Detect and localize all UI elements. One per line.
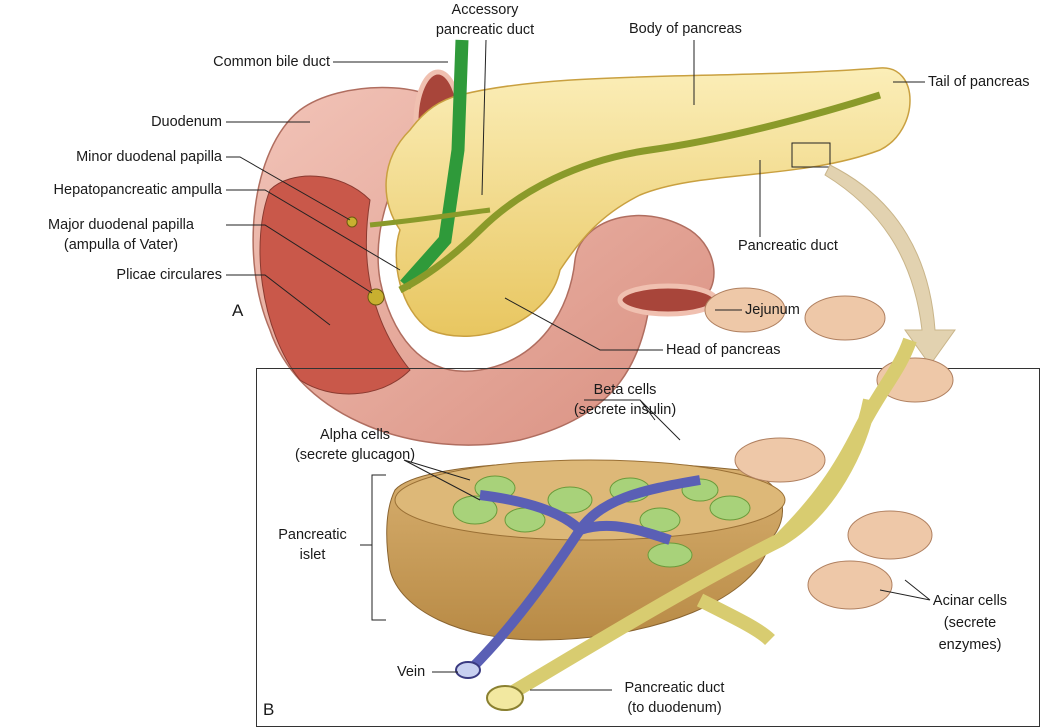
label-vein: Vein xyxy=(397,664,426,680)
label-plicae-circulares: Plicae circulares xyxy=(116,267,222,283)
vein-opening xyxy=(455,661,481,679)
label-line: Accessory xyxy=(451,2,519,18)
label-line: Pancreatic duct xyxy=(624,680,725,696)
label-minor-duodenal-papilla: Minor duodenal papilla xyxy=(76,149,222,165)
label-line: enzymes) xyxy=(938,637,1002,653)
label-pancreatic-duct-b: Pancreatic duct (to duodenum) xyxy=(612,678,737,718)
acinar-clusters xyxy=(704,287,954,610)
label-jejunum: Jejunum xyxy=(745,302,800,318)
leader-lines xyxy=(226,39,931,691)
duct-tree-b xyxy=(496,337,917,707)
label-line: Pancreatic xyxy=(278,527,347,543)
label-line: Beta cells xyxy=(593,382,657,398)
vein-b xyxy=(466,475,701,674)
panel-a-letter: A xyxy=(232,301,244,320)
label-line: Major duodenal papilla xyxy=(48,217,194,233)
label-line: Acinar cells xyxy=(932,593,1008,609)
label-line: (secrete xyxy=(943,615,997,631)
duct-opening xyxy=(486,685,524,711)
label-duodenum: Duodenum xyxy=(151,114,222,130)
label-line: islet xyxy=(299,547,326,563)
pancreas xyxy=(385,67,911,338)
label-body-of-pancreas: Body of pancreas xyxy=(629,21,742,37)
label-line: (secrete insulin) xyxy=(573,402,677,418)
label-line: pancreatic duct xyxy=(435,22,535,38)
label-pancreatic-duct: Pancreatic duct xyxy=(738,238,838,254)
main-pancreatic-duct xyxy=(398,91,882,294)
label-hepatopancreatic-ampulla: Hepatopancreatic ampulla xyxy=(53,182,222,198)
panel-b-letter: B xyxy=(263,700,275,719)
minor-papilla xyxy=(346,216,358,228)
label-pancreatic-islet: Pancreatic islet xyxy=(265,525,360,565)
detail-box xyxy=(791,142,831,168)
label-tail-of-pancreas: Tail of pancreas xyxy=(928,74,1030,90)
label-line: Alpha cells xyxy=(319,427,391,443)
label-major-duodenal-papilla: Major duodenal papilla (ampulla of Vater… xyxy=(20,215,222,255)
zoom-arrow xyxy=(824,164,956,366)
label-line: (secrete glucagon) xyxy=(294,447,416,463)
common-bile-duct xyxy=(400,39,469,290)
label-beta-cells: Beta cells (secrete insulin) xyxy=(560,380,690,420)
label-alpha-cells: Alpha cells (secrete glucagon) xyxy=(280,425,430,465)
label-common-bile-duct: Common bile duct xyxy=(213,54,330,70)
label-head-of-pancreas: Head of pancreas xyxy=(666,342,781,358)
label-acinar-cells: Acinar cells (secrete enzymes) xyxy=(925,590,1015,656)
label-line: (to duodenum) xyxy=(627,700,722,716)
label-accessory-pancreatic-duct: Accessory pancreatic duct xyxy=(420,0,550,40)
label-line: (ampulla of Vater) xyxy=(63,237,179,253)
accessory-pancreatic-duct xyxy=(369,207,491,228)
